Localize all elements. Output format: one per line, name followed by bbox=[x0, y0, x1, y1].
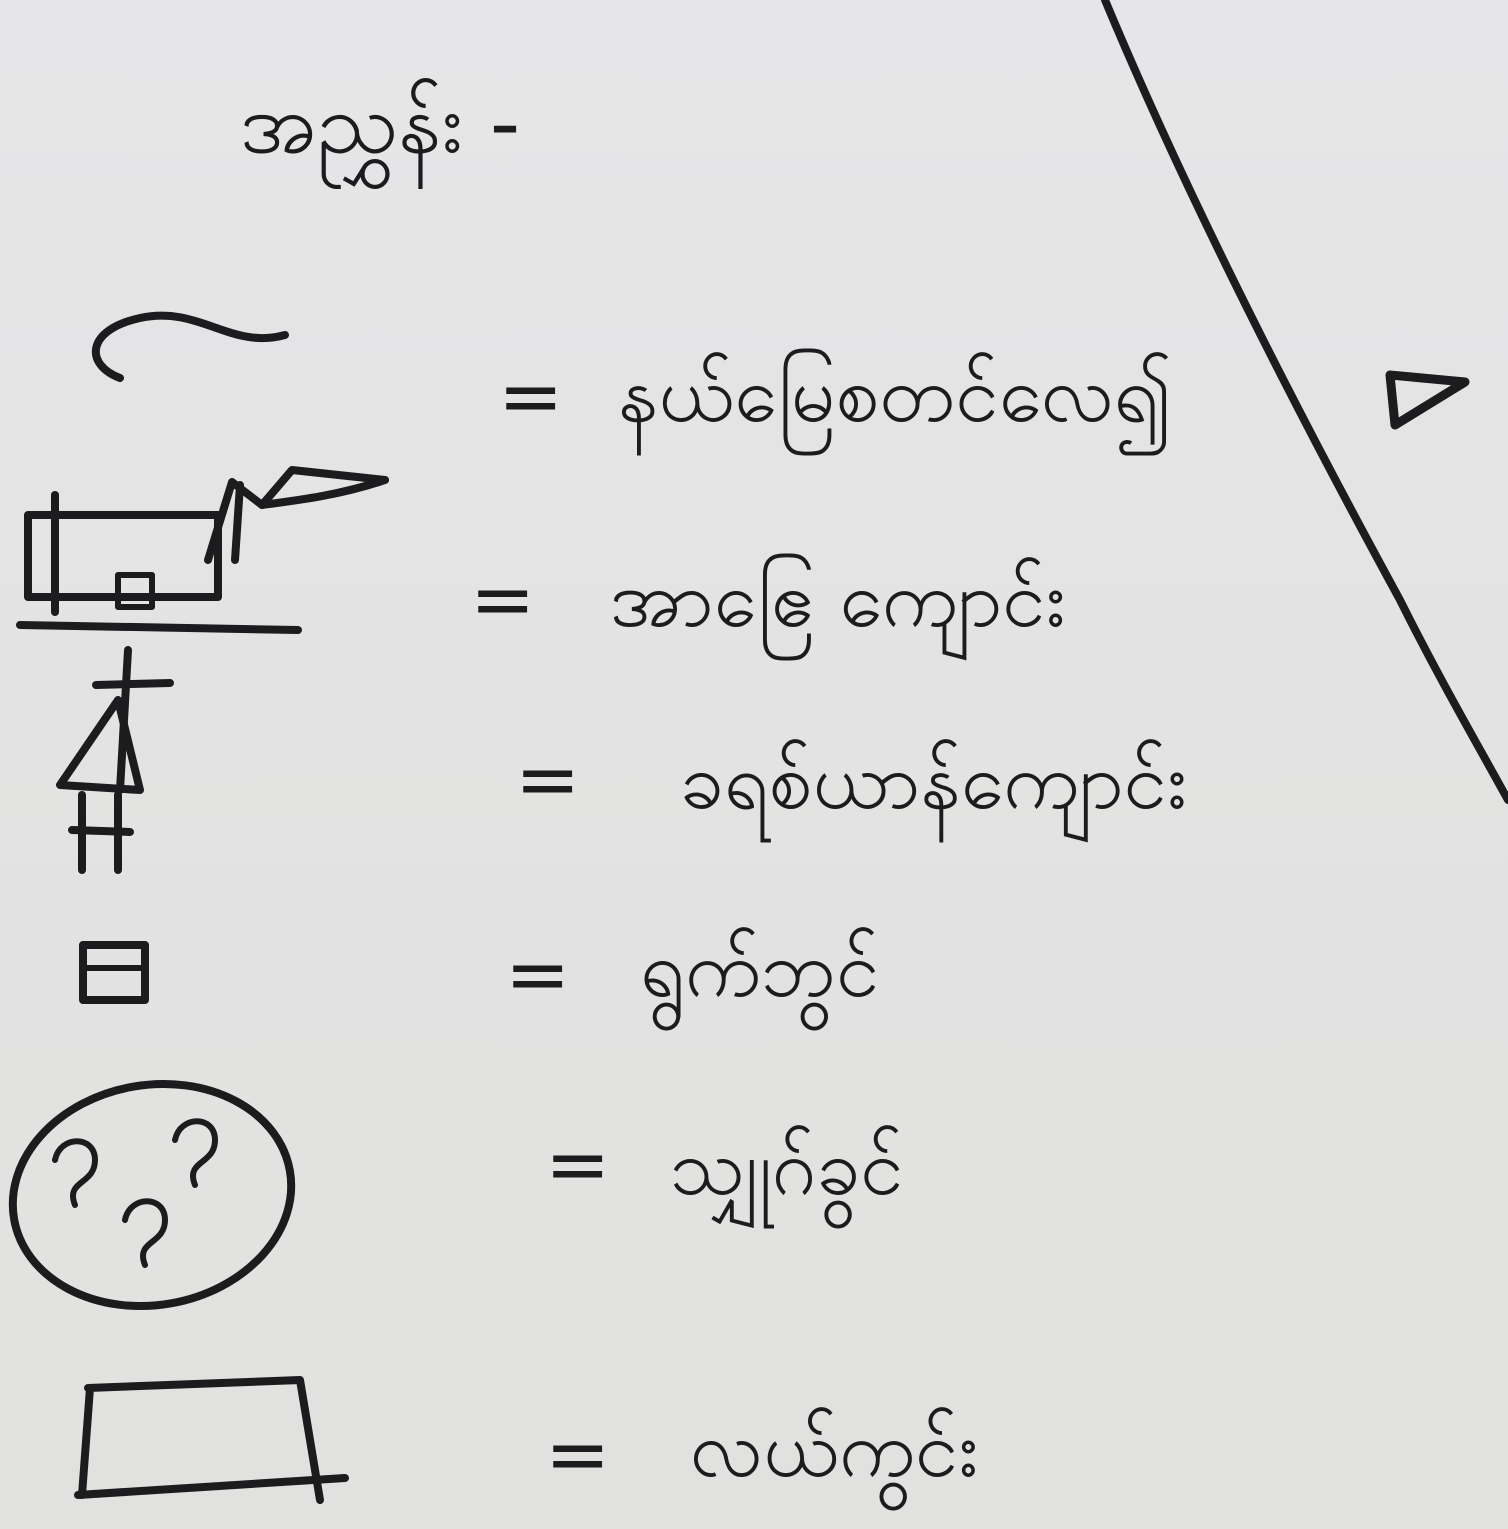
house-icon bbox=[79, 941, 149, 1004]
triangle-marker-icon bbox=[1385, 370, 1470, 430]
legend-label-school: အာဧြေ ကျောင်း bbox=[610, 555, 1066, 645]
field-icon bbox=[74, 1376, 349, 1504]
equals-sign: = bbox=[515, 735, 581, 825]
legend-label-river: နယ်မြေစတင်လေ၍ bbox=[618, 350, 1173, 440]
equals-sign: = bbox=[545, 1120, 611, 1210]
school-icon bbox=[16, 466, 389, 634]
equals-sign: = bbox=[498, 352, 564, 442]
equals-sign: = bbox=[505, 930, 571, 1020]
river-icon bbox=[91, 311, 289, 382]
church-icon bbox=[56, 646, 174, 874]
equals-sign: = bbox=[545, 1410, 611, 1500]
legend-label-church: ခရစ်ယာန်ကျောင်း bbox=[680, 737, 1187, 827]
legend-title: အညွှန်း - bbox=[240, 74, 521, 172]
equals-sign: = bbox=[470, 555, 536, 645]
village-icon bbox=[8, 1079, 296, 1311]
boundary-line bbox=[1101, 0, 1508, 804]
legend-label-house: ရွက်ဘွင် bbox=[640, 925, 880, 1015]
legend-label-village: သျှုဂ်ခွင် bbox=[670, 1123, 904, 1213]
legend-label-field: လယ်ကွင်း bbox=[690, 1405, 979, 1495]
